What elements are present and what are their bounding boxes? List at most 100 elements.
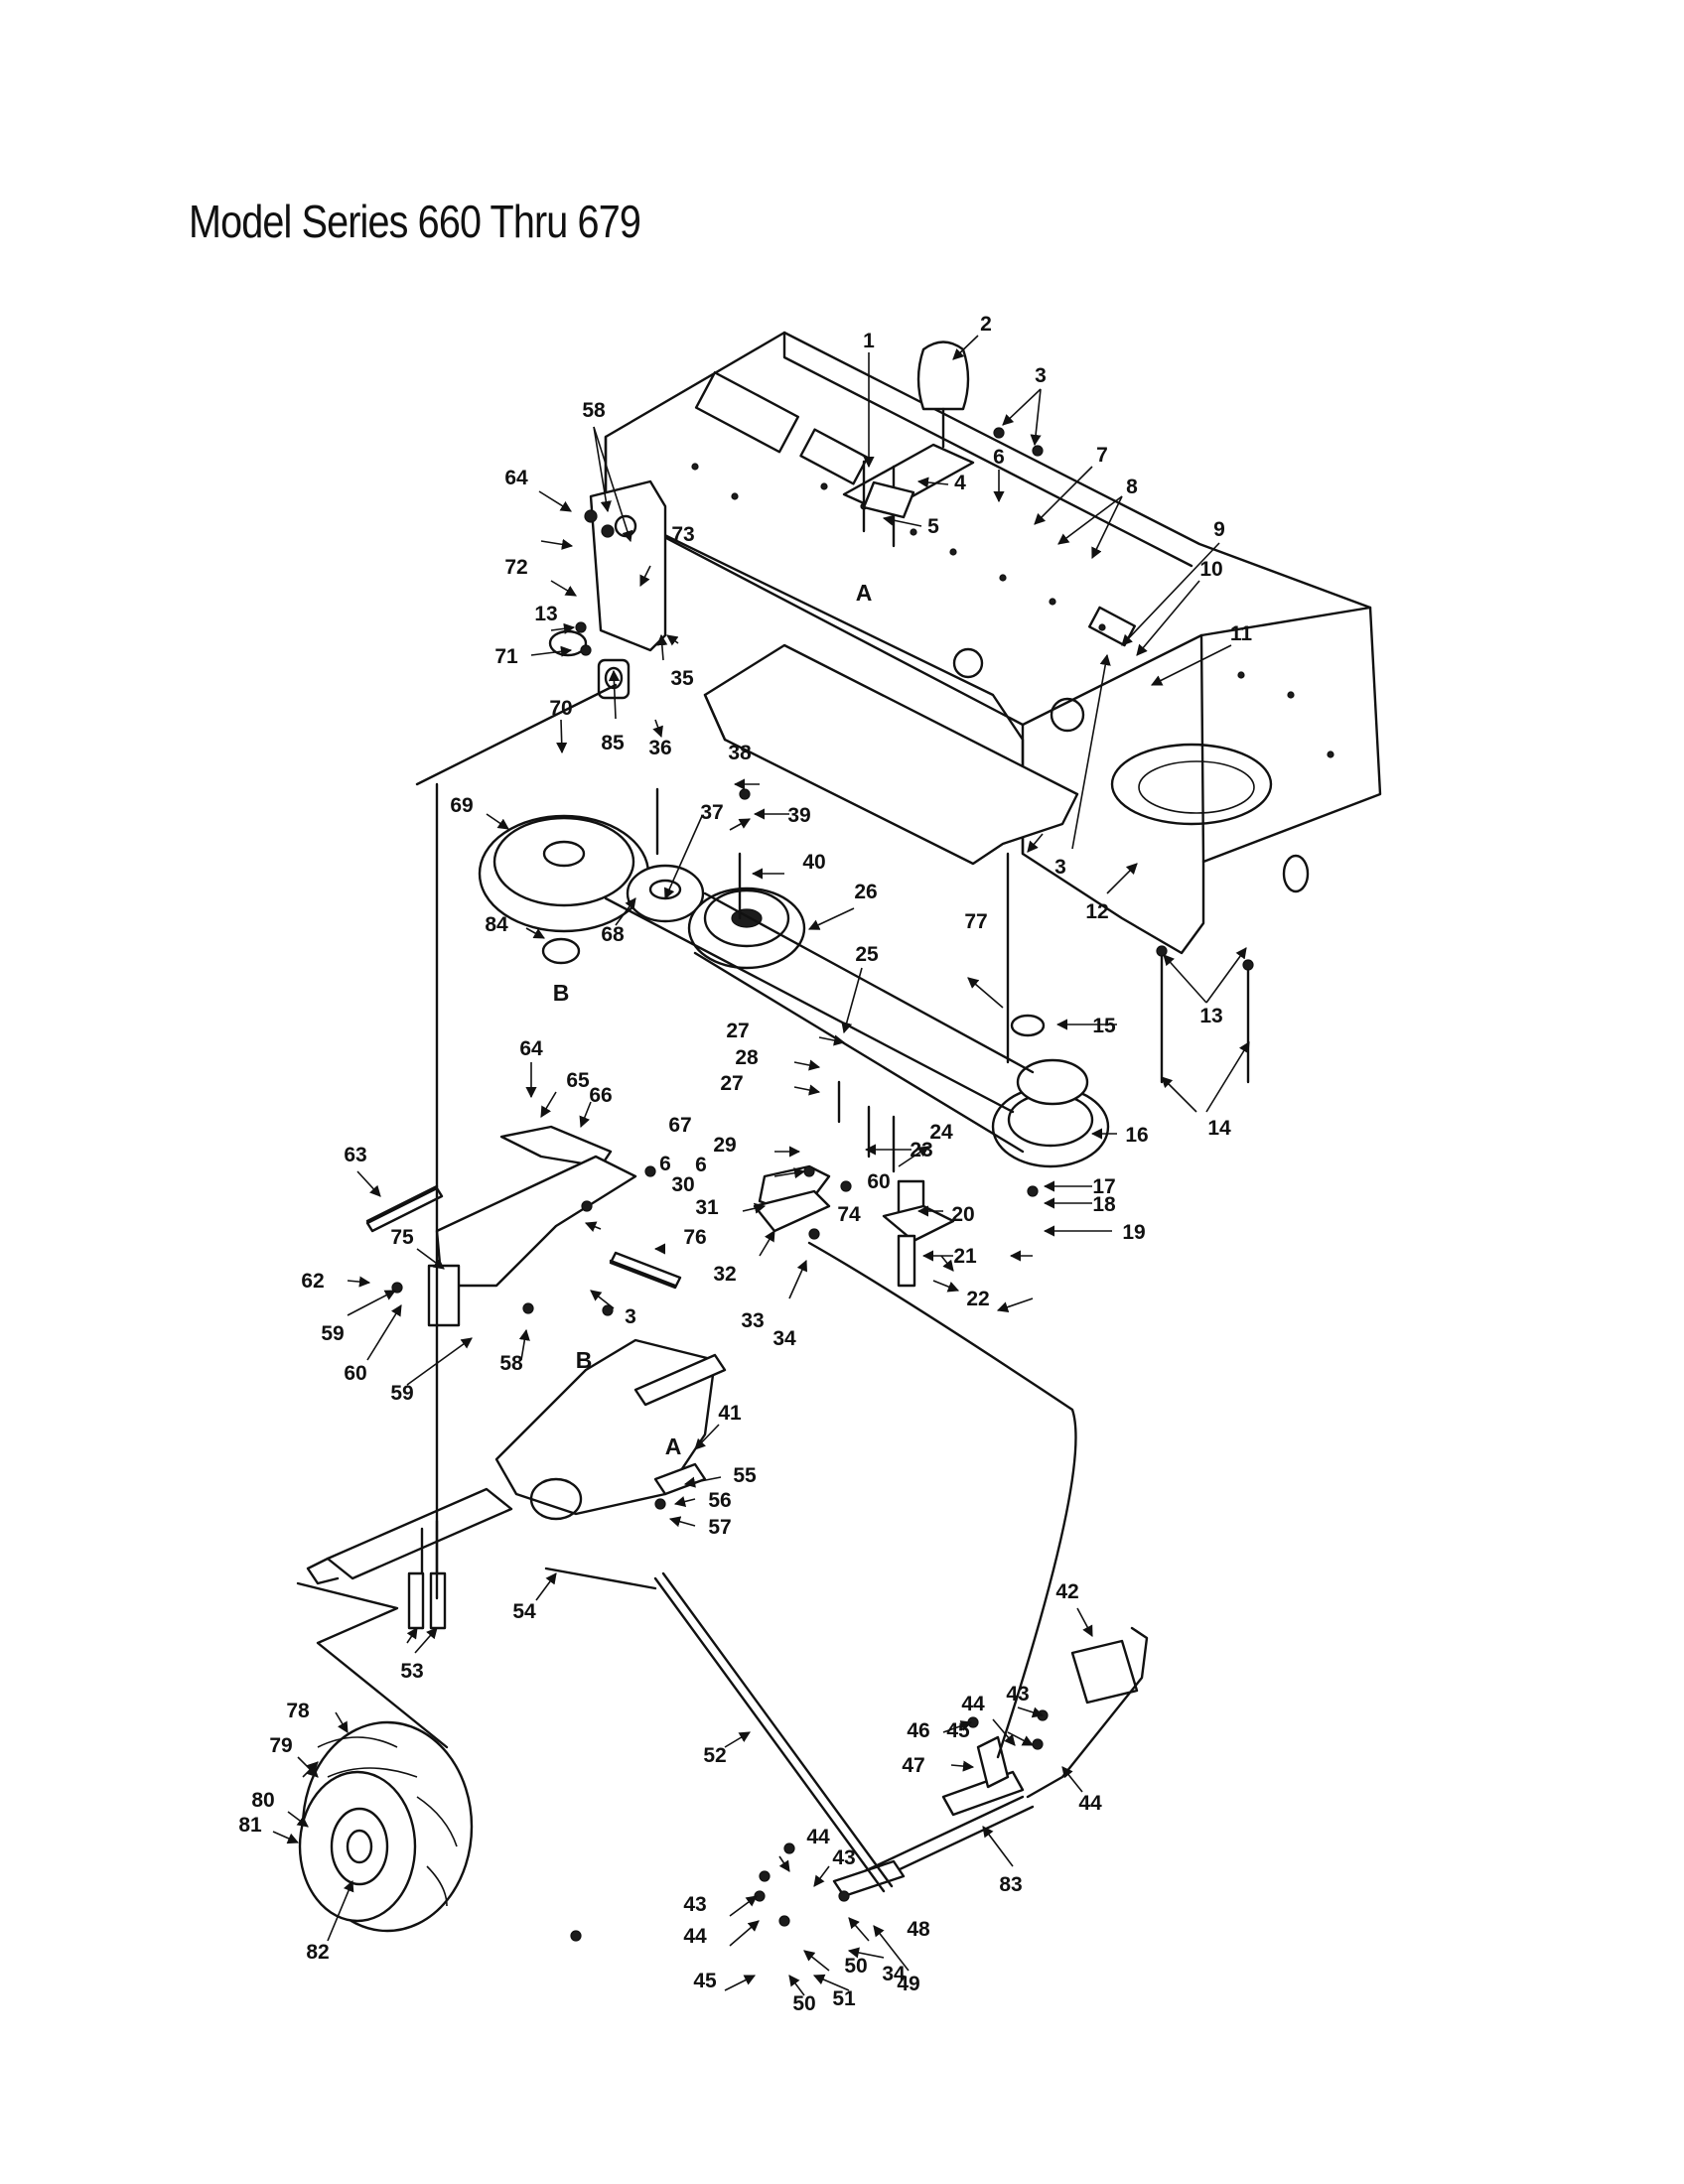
- callout-28: 28: [735, 1046, 759, 1069]
- callout-43: 43: [832, 1846, 855, 1869]
- callout-78: 78: [286, 1700, 310, 1722]
- callout-2: 2: [980, 313, 992, 336]
- leader-lines: [272, 335, 1250, 1996]
- callout-68: 68: [601, 923, 625, 946]
- callout-64: 64: [504, 467, 528, 489]
- callout-70: 70: [549, 697, 572, 720]
- callout-33: 33: [741, 1309, 764, 1332]
- callout-24: 24: [929, 1121, 953, 1144]
- frame-assembly: [589, 331, 1382, 955]
- callout-44: 44: [1078, 1792, 1102, 1815]
- callout-54: 54: [512, 1600, 536, 1623]
- callout-75: 75: [390, 1226, 414, 1249]
- callout-15: 15: [1092, 1015, 1116, 1037]
- callout-34: 34: [772, 1327, 796, 1350]
- callout-82: 82: [306, 1941, 329, 1964]
- rear-wheel: [298, 1720, 474, 1933]
- callout-6: 6: [659, 1153, 671, 1175]
- callout-74: 74: [837, 1203, 861, 1226]
- callout-71: 71: [494, 645, 518, 668]
- callout-41: 41: [718, 1402, 742, 1425]
- callout-85: 85: [601, 732, 625, 754]
- callout-32: 32: [713, 1263, 736, 1286]
- callout-12: 12: [1085, 900, 1108, 923]
- callout-14: 14: [1207, 1117, 1231, 1140]
- callout-34: 34: [882, 1963, 906, 1985]
- callout-62: 62: [301, 1270, 324, 1293]
- callout-35: 35: [670, 667, 694, 690]
- callout-73: 73: [671, 523, 694, 546]
- callout-22: 22: [966, 1288, 989, 1310]
- callout-7: 7: [1096, 444, 1108, 467]
- callout-84: 84: [485, 913, 508, 936]
- callout-29: 29: [713, 1134, 736, 1157]
- callout-76: 76: [683, 1226, 706, 1249]
- callout-3: 3: [1054, 856, 1066, 879]
- reference-mark-a: A: [665, 1433, 682, 1459]
- transaxle: [306, 1338, 727, 1630]
- callout-72: 72: [504, 556, 527, 579]
- callout-37: 37: [700, 801, 723, 824]
- callout-45: 45: [946, 1719, 970, 1742]
- callout-64: 64: [519, 1037, 543, 1060]
- callout-43: 43: [683, 1893, 706, 1916]
- callout-45: 45: [693, 1970, 717, 1992]
- callout-labels: 1 2 3 3 3 4 5 6 6 6 7 8 9 10 11 12 13 13…: [238, 313, 1252, 2015]
- callout-16: 16: [1125, 1124, 1148, 1147]
- reference-mark-b: B: [553, 980, 570, 1006]
- callout-60: 60: [867, 1170, 890, 1193]
- callout-13: 13: [1199, 1005, 1222, 1027]
- callout-58: 58: [499, 1352, 523, 1375]
- reference-mark-b: B: [576, 1347, 593, 1373]
- callout-8: 8: [1126, 476, 1138, 498]
- callout-50: 50: [792, 1992, 815, 2015]
- callout-65: 65: [566, 1069, 590, 1092]
- callout-17: 17: [1092, 1175, 1115, 1198]
- callout-6: 6: [993, 446, 1005, 469]
- callout-80: 80: [251, 1789, 274, 1812]
- page-title: Model Series 660 Thru 679: [189, 196, 641, 247]
- callout-40: 40: [802, 851, 825, 874]
- callout-11: 11: [1230, 622, 1253, 645]
- callout-27: 27: [726, 1020, 749, 1042]
- callout-66: 66: [589, 1084, 612, 1107]
- callout-58: 58: [582, 399, 606, 422]
- callout-21: 21: [953, 1245, 977, 1268]
- callout-39: 39: [787, 804, 810, 827]
- callout-81: 81: [238, 1814, 262, 1837]
- callout-60: 60: [344, 1362, 366, 1385]
- callout-49: 49: [897, 1973, 919, 1995]
- callout-3: 3: [1035, 364, 1047, 387]
- reference-mark-a: A: [856, 580, 873, 606]
- callout-42: 42: [1055, 1580, 1078, 1603]
- callout-67: 67: [668, 1114, 691, 1137]
- callout-30: 30: [671, 1173, 694, 1196]
- callout-44: 44: [961, 1693, 985, 1715]
- callout-19: 19: [1122, 1221, 1145, 1244]
- callout-51: 51: [832, 1987, 856, 2010]
- callout-10: 10: [1199, 558, 1222, 581]
- callout-47: 47: [902, 1754, 924, 1777]
- callout-6: 6: [695, 1154, 707, 1176]
- callout-25: 25: [855, 943, 879, 966]
- callout-38: 38: [728, 742, 752, 764]
- callout-79: 79: [269, 1734, 292, 1757]
- idler-bracket-assembly: [365, 1105, 955, 1327]
- callout-63: 63: [344, 1144, 366, 1166]
- callout-48: 48: [907, 1918, 930, 1941]
- callout-44: 44: [806, 1826, 830, 1848]
- callout-20: 20: [951, 1203, 974, 1226]
- callout-31: 31: [695, 1196, 719, 1219]
- callout-46: 46: [907, 1719, 929, 1742]
- callout-13: 13: [534, 603, 557, 625]
- callout-1: 1: [863, 330, 875, 352]
- callout-23: 23: [910, 1139, 932, 1161]
- callout-36: 36: [648, 737, 671, 759]
- callout-55: 55: [733, 1464, 757, 1487]
- callout-56: 56: [708, 1489, 731, 1512]
- callout-52: 52: [703, 1744, 726, 1767]
- callout-53: 53: [400, 1660, 423, 1683]
- callout-57: 57: [708, 1516, 731, 1539]
- callout-50: 50: [844, 1955, 867, 1978]
